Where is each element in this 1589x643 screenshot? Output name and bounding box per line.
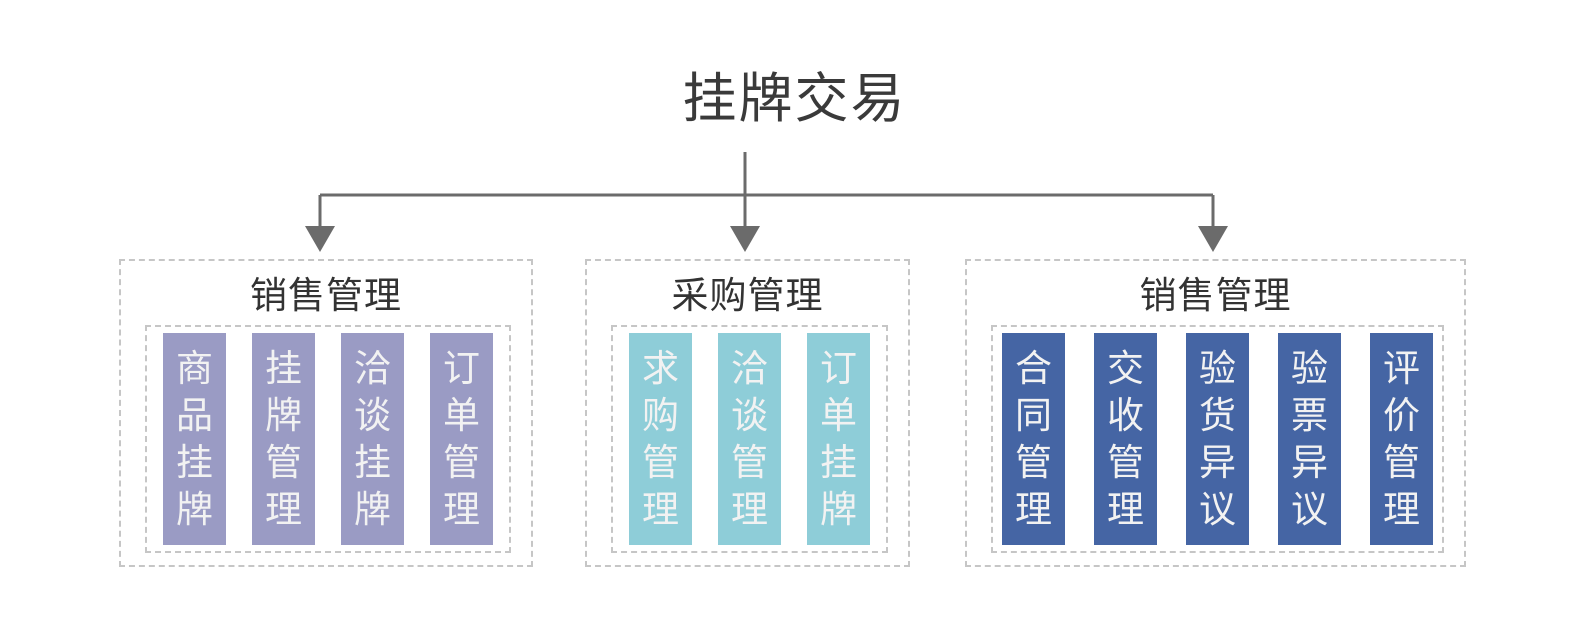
group-sales-1-cards-row: 商品挂牌 挂牌管理 洽谈挂牌 订单管理 <box>163 333 493 545</box>
group-sales-1[interactable]: 销售管理 商品挂牌 挂牌管理 洽谈挂牌 订单管理 <box>119 259 533 567</box>
group-purchase-cards-row: 求购管理 洽谈管理 订单挂牌 <box>629 333 870 545</box>
card-item[interactable]: 洽谈挂牌 <box>341 333 404 545</box>
group-sales-2-title: 销售管理 <box>1139 274 1292 317</box>
card-label: 商品挂牌 <box>176 347 213 531</box>
card-item[interactable]: 评价管理 <box>1370 333 1433 545</box>
group-purchase[interactable]: 采购管理 求购管理 洽谈管理 订单挂牌 <box>585 259 910 567</box>
card-label: 洽谈挂牌 <box>354 347 391 531</box>
group-sales-1-title: 销售管理 <box>250 274 402 317</box>
card-label: 评价管理 <box>1383 347 1420 531</box>
card-label: 订单挂牌 <box>820 347 857 531</box>
group-purchase-cards-band: 求购管理 洽谈管理 订单挂牌 <box>611 325 888 553</box>
group-sales-2-cards-band: 合同管理 交收管理 验货异议 验票异议 评价管理 <box>991 325 1444 553</box>
card-item[interactable]: 求购管理 <box>629 333 692 545</box>
card-item[interactable]: 订单管理 <box>430 333 493 545</box>
card-item[interactable]: 商品挂牌 <box>163 333 226 545</box>
card-label: 洽谈管理 <box>731 347 768 531</box>
group-sales-1-cards-band: 商品挂牌 挂牌管理 洽谈挂牌 订单管理 <box>145 325 511 553</box>
group-sales-2-cards-row: 合同管理 交收管理 验货异议 验票异议 评价管理 <box>1002 333 1433 545</box>
card-item[interactable]: 验货异议 <box>1186 333 1249 545</box>
root-node-title: 挂牌交易 <box>682 67 907 130</box>
arrowhead-left <box>305 226 335 252</box>
card-label: 验货异议 <box>1199 347 1236 531</box>
card-item[interactable]: 挂牌管理 <box>252 333 315 545</box>
card-item[interactable]: 洽谈管理 <box>718 333 781 545</box>
card-label: 合同管理 <box>1015 347 1052 531</box>
card-label: 交收管理 <box>1107 347 1144 531</box>
group-purchase-title: 采购管理 <box>671 274 824 317</box>
card-label: 求购管理 <box>642 347 679 531</box>
arrowhead-center <box>730 226 760 252</box>
arrowhead-right <box>1198 226 1228 252</box>
card-label: 挂牌管理 <box>265 347 302 531</box>
card-item[interactable]: 交收管理 <box>1094 333 1157 545</box>
card-item[interactable]: 验票异议 <box>1278 333 1341 545</box>
card-item[interactable]: 合同管理 <box>1002 333 1065 545</box>
group-sales-2[interactable]: 销售管理 合同管理 交收管理 验货异议 验票异议 评价管理 <box>965 259 1466 567</box>
card-label: 订单管理 <box>443 347 480 531</box>
card-label: 验票异议 <box>1291 347 1328 531</box>
card-item[interactable]: 订单挂牌 <box>807 333 870 545</box>
